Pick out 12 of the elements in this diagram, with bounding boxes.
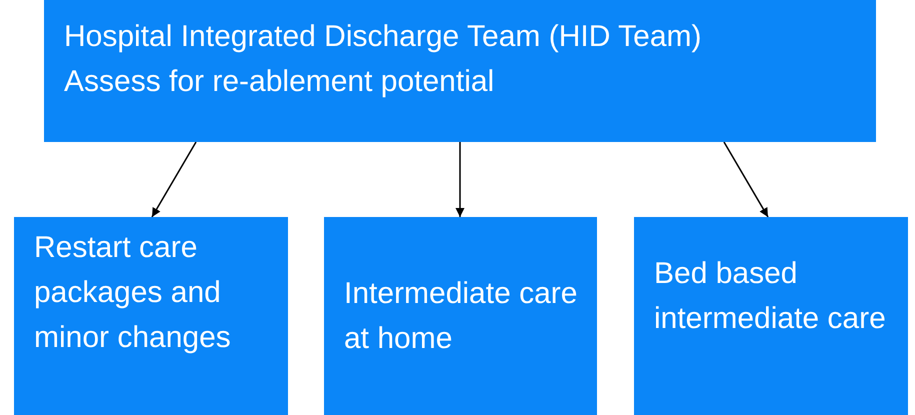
box-heading: Hospital Integrated Discharge Team (HID Team) (64, 19, 702, 55)
process-box (324, 217, 597, 415)
box-text: Assess for re-ablement potential (64, 64, 496, 100)
box-text: Restart care packages and minor changes (34, 230, 232, 356)
arrow (723, 142, 769, 218)
box-text: Bed based intermediate care (654, 256, 887, 337)
process-box (44, 0, 876, 142)
arrow (456, 142, 464, 217)
box-text: Intermediate care at home (344, 276, 578, 357)
process-box (634, 217, 908, 415)
process-box (14, 217, 288, 415)
arrow (151, 142, 197, 218)
